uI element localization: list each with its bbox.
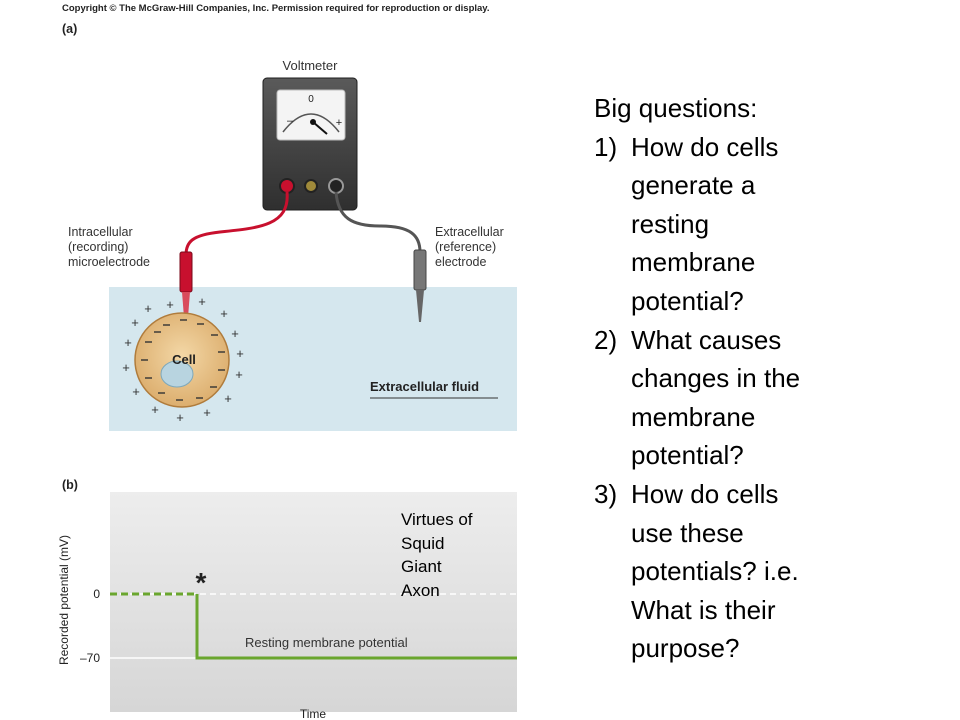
dial-needle [312, 121, 328, 135]
svg-text:+: + [166, 297, 174, 312]
dial-zero-label: 0 [308, 94, 314, 105]
voltmeter-dial [276, 89, 346, 141]
grey-wire [334, 191, 422, 253]
trace-after-penetration [195, 594, 517, 660]
tick-label-0: 0 [93, 587, 100, 601]
tick-label-neg70: –70 [80, 651, 100, 665]
question-3: 3) How do cells use these potentials? i.… [594, 475, 954, 668]
extracellular-electrode-tip [416, 290, 424, 322]
cell-label: Cell [172, 352, 196, 367]
svg-text:+: + [122, 360, 130, 375]
svg-text:+: + [203, 405, 211, 420]
virtues-note: Virtues of Squid Giant Axon [401, 510, 473, 600]
plot-area [110, 492, 517, 712]
intracellular-electrode-tip [182, 292, 190, 330]
y-axis-label: Recorded potential (mV) [57, 535, 71, 665]
dial-minus-label: – [287, 115, 294, 127]
svg-text:+: + [198, 294, 206, 309]
extracellular-label: Extracellular (reference) electrode [435, 225, 504, 269]
dial-pivot [310, 119, 316, 125]
questions-heading: Big questions: [594, 93, 758, 123]
question-number: 2) [594, 324, 618, 355]
potential-chart: Recorded potential (mV) 0 –70 Time * Res… [57, 492, 517, 720]
cell [134, 312, 230, 408]
extracellular-fluid-label: Extracellular fluid [370, 379, 480, 394]
intracellular-electrode [179, 251, 193, 293]
middle-terminal [304, 179, 318, 193]
red-terminal [279, 178, 295, 194]
svg-text:+: + [235, 367, 243, 382]
voltmeter-label: Voltmeter [283, 58, 339, 73]
svg-text:+: + [236, 346, 244, 361]
svg-text:+: + [231, 326, 239, 341]
svg-text:+: + [151, 402, 159, 417]
svg-text:+: + [224, 391, 232, 406]
svg-text:+: + [131, 315, 139, 330]
resting-potential-annotation: Resting membrane potential [245, 635, 408, 650]
question-2: 2) What causes changes in the membrane p… [594, 321, 954, 475]
red-wire [184, 191, 289, 256]
panel-a-label: (a) [62, 22, 78, 36]
membrane-negative-charges [141, 319, 225, 401]
svg-text:+: + [124, 335, 132, 350]
extracellular-electrode [413, 249, 427, 291]
stimulus-asterisk: * [196, 567, 207, 598]
copyright-notice: Copyright © The McGraw-Hill Companies, I… [62, 3, 490, 14]
svg-text:+: + [144, 301, 152, 316]
svg-text:+: + [220, 306, 228, 321]
recording-diagram: + + + + + + + + + + + + + + + Voltmeter … [109, 58, 517, 431]
dial-arc [282, 113, 340, 133]
intracellular-label: Intracellular (recording) microelectrode [68, 225, 150, 269]
svg-text:+: + [176, 410, 184, 425]
big-questions: Big questions: 1) How do cells generate … [594, 89, 954, 668]
panel-b-label: (b) [62, 478, 78, 492]
question-1: 1) How do cells generate a resting membr… [594, 128, 954, 321]
question-number: 3) [594, 478, 618, 509]
dial-plus-label: + [336, 117, 342, 129]
svg-text:+: + [132, 384, 140, 399]
black-terminal [328, 178, 344, 194]
cell-nucleus [160, 360, 194, 388]
extracellular-positive-charges: + + + + + + + + + + + + + + + [122, 294, 244, 425]
question-number: 1) [594, 131, 618, 162]
x-axis-label: Time [300, 707, 327, 720]
